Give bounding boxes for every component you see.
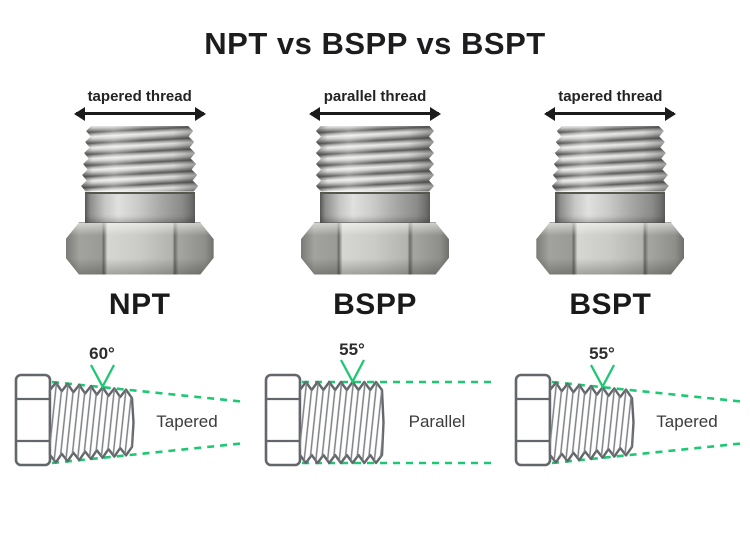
collar bbox=[319, 191, 430, 223]
fitting-name-npt: NPT bbox=[108, 287, 171, 321]
column-npt: tapered thread NPT bbox=[22, 88, 257, 322]
profiles-row: 60° Tapered 55° Parallel 55° bbox=[0, 336, 750, 486]
profile-drawing-bspp: 55° Parallel bbox=[264, 340, 496, 466]
taper-guide-bottom bbox=[551, 441, 747, 464]
double-arrow-icon bbox=[544, 107, 677, 120]
hex-nut bbox=[300, 222, 449, 275]
fitting-name-bspp: BSPP bbox=[333, 287, 417, 321]
collar bbox=[84, 191, 195, 223]
angle-marker bbox=[339, 358, 366, 384]
fitting-npt bbox=[65, 125, 214, 275]
angle-marker bbox=[589, 363, 616, 389]
double-arrow-icon bbox=[73, 107, 206, 120]
thread-ridges-fill bbox=[550, 382, 634, 462]
taper-guide-top bbox=[51, 380, 247, 403]
column-bspp: parallel thread BSPP bbox=[257, 88, 492, 322]
fitting-name-bspt: BSPT bbox=[569, 287, 652, 321]
taper-guide-bottom bbox=[51, 441, 247, 464]
column-bspt: tapered thread BSPT bbox=[493, 88, 728, 322]
profile-label: Parallel bbox=[409, 412, 466, 431]
thread-type-label: parallel thread bbox=[323, 88, 427, 105]
threads-tapered bbox=[81, 125, 199, 192]
thread-type-label: tapered thread bbox=[558, 88, 663, 105]
threads-tapered bbox=[551, 125, 669, 192]
profile-drawing-bspt: 55° Tapered bbox=[514, 344, 747, 466]
profile-drawing-npt: 60° Tapered bbox=[14, 344, 247, 466]
thread-type-label: tapered thread bbox=[87, 88, 192, 105]
angle-marker bbox=[89, 363, 116, 389]
fittings-row: tapered thread NPT parallel thread BSPP … bbox=[0, 88, 750, 322]
hex-head bbox=[514, 373, 552, 466]
thread-ridges-fill bbox=[300, 381, 384, 463]
profile-label: Tapered bbox=[656, 412, 717, 431]
page-title: NPT vs BSPP vs BSPT bbox=[204, 26, 546, 61]
thread-ridges-fill bbox=[50, 382, 134, 462]
angle-label: 60° bbox=[89, 344, 115, 363]
fitting-bspt bbox=[536, 125, 685, 275]
hex-head bbox=[14, 373, 52, 466]
angle-label: 55° bbox=[589, 344, 615, 363]
collar bbox=[555, 191, 666, 223]
hex-nut bbox=[536, 222, 685, 275]
angle-label: 55° bbox=[339, 340, 365, 359]
threads-parallel bbox=[315, 125, 434, 192]
profile-label: Tapered bbox=[156, 412, 217, 431]
taper-guide-top bbox=[551, 380, 747, 403]
hex-nut bbox=[65, 222, 214, 275]
double-arrow-icon bbox=[308, 107, 441, 120]
fitting-bspp bbox=[300, 125, 449, 275]
hex-head bbox=[264, 373, 302, 466]
